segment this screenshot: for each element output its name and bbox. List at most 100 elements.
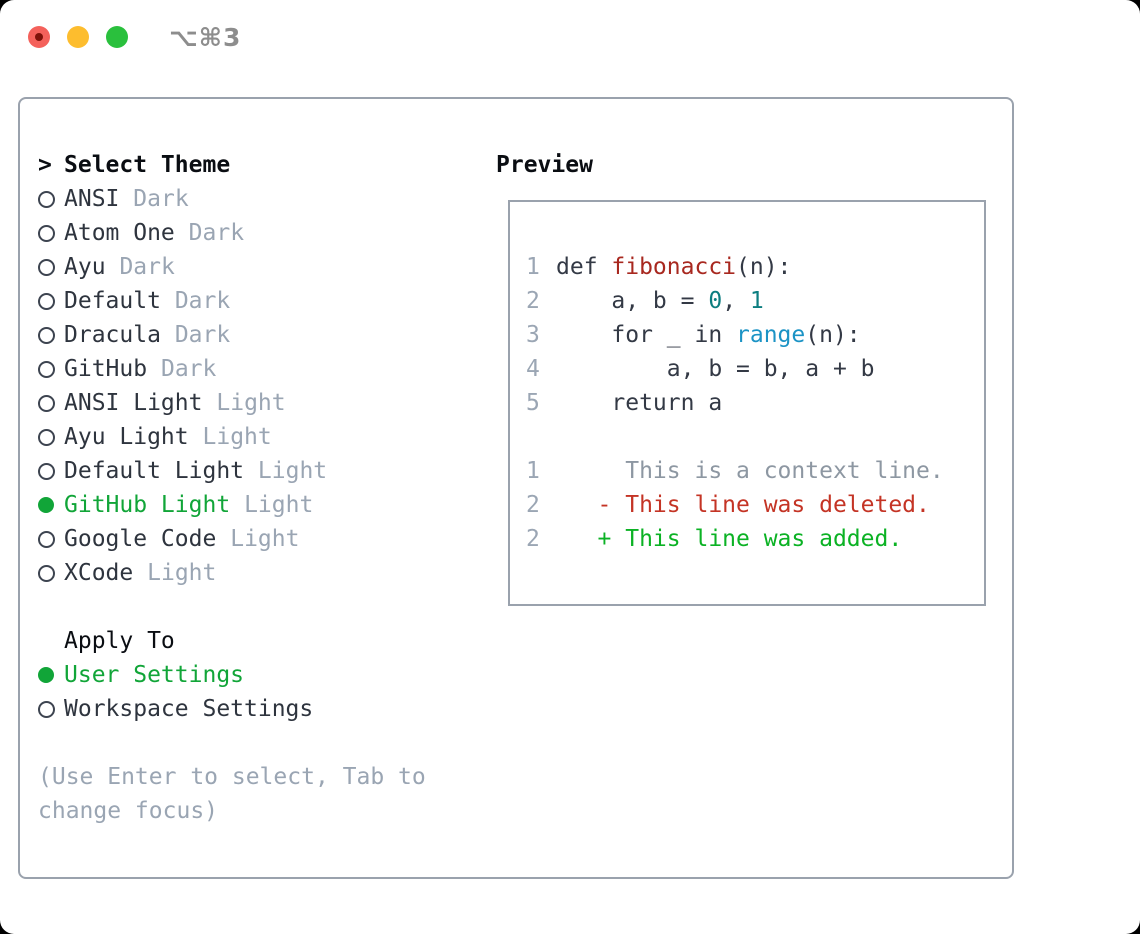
theme-option-variant: Dark <box>174 322 231 348</box>
theme-option-variant: Dark <box>160 356 217 382</box>
code-content: for _ in range(n): <box>556 322 861 348</box>
theme-option-name: Dracula <box>64 322 161 348</box>
line-number: 1 <box>526 254 540 280</box>
close-unsaved-dot <box>35 33 43 41</box>
radio-icon <box>38 224 55 242</box>
spacer <box>38 590 440 624</box>
theme-option-variant: Dark <box>133 186 189 212</box>
theme-option[interactable]: Google Code Light <box>38 522 440 556</box>
theme-option-variant: Dark <box>119 254 175 280</box>
radio-icon <box>38 530 55 548</box>
theme-option-name: Default <box>64 288 161 314</box>
line-number: 3 <box>526 322 540 348</box>
theme-option-variant: Dark <box>188 220 245 246</box>
radio-marker <box>38 224 64 242</box>
radio-marker <box>38 462 64 480</box>
theme-option-name: ANSI <box>64 186 120 212</box>
radio-icon <box>38 462 55 480</box>
theme-picker-panel: > Select Theme ANSI Dark Atom One Dark A… <box>18 97 1014 879</box>
apply-to-option-label: User Settings <box>64 662 245 688</box>
theme-option-variant: Light <box>202 424 272 450</box>
code-content: a, b = 0, 1 <box>556 288 764 314</box>
code-line: 1 def fibonacci(n): <box>526 250 984 284</box>
apply-to-option[interactable]: Workspace Settings <box>38 692 440 726</box>
radio-icon <box>38 564 55 582</box>
code-line: 2 + This line was added. <box>526 522 984 556</box>
code-content: def fibonacci(n): <box>556 254 792 280</box>
radio-marker <box>38 292 64 310</box>
radio-marker <box>38 497 64 513</box>
radio-marker <box>38 258 64 276</box>
code-content: + This line was added. <box>556 526 903 552</box>
theme-option-name: Atom One <box>64 220 175 246</box>
code-line: 3 for _ in range(n): <box>526 318 984 352</box>
code-line <box>526 420 984 454</box>
theme-option-variant: Light <box>147 560 217 586</box>
theme-list-heading-row: > Select Theme <box>38 148 440 182</box>
radio-icon <box>38 258 55 276</box>
theme-option[interactable]: Default Light Light <box>38 454 440 488</box>
line-number: 2 <box>526 288 540 314</box>
radio-marker <box>38 326 64 344</box>
theme-option-variant: Light <box>216 390 286 416</box>
radio-marker <box>38 667 64 683</box>
radio-marker <box>38 360 64 378</box>
theme-option-name: XCode <box>64 560 134 586</box>
radio-icon <box>38 190 55 208</box>
help-text: (Use Enter to select, Tab to change focu… <box>38 764 426 824</box>
theme-option-name: GitHub <box>64 356 148 382</box>
theme-option[interactable]: Default Dark <box>38 284 440 318</box>
radio-marker <box>38 700 64 718</box>
code-content: This is a context line. <box>556 458 944 484</box>
theme-option[interactable]: ANSI Dark <box>38 182 440 216</box>
maximize-button[interactable] <box>106 26 128 48</box>
radio-icon <box>38 326 55 344</box>
theme-list-column: > Select Theme ANSI Dark Atom One Dark A… <box>38 148 440 828</box>
theme-option-name: Default Light <box>64 458 245 484</box>
theme-option[interactable]: Ayu Dark <box>38 250 440 284</box>
theme-option[interactable]: Atom One Dark <box>38 216 440 250</box>
radio-icon <box>38 497 54 513</box>
code-content: - This line was deleted. <box>556 492 930 518</box>
theme-option-name: Google Code <box>64 526 217 552</box>
radio-marker <box>38 428 64 446</box>
minimize-button[interactable] <box>67 26 89 48</box>
code-content: a, b = b, a + b <box>556 356 875 382</box>
apply-to-heading-row: Apply To <box>38 624 440 658</box>
radio-icon <box>38 394 55 412</box>
apply-to-option[interactable]: User Settings <box>38 658 440 692</box>
theme-option[interactable]: GitHub Light Light <box>38 488 440 522</box>
code-line: 2 a, b = 0, 1 <box>526 284 984 318</box>
window-title: ⌥⌘3 <box>169 22 242 52</box>
line-number: 5 <box>526 390 540 416</box>
preview-heading: Preview <box>496 152 593 178</box>
theme-option[interactable]: ANSI Light Light <box>38 386 440 420</box>
cursor-glyph: > <box>38 152 52 178</box>
theme-option-name: GitHub Light <box>64 492 231 518</box>
code-line: 1 This is a context line. <box>526 454 984 488</box>
theme-option[interactable]: Ayu Light Light <box>38 420 440 454</box>
theme-option-name: Ayu <box>64 254 106 280</box>
line-number: 4 <box>526 356 540 382</box>
apply-to-option-label: Workspace Settings <box>64 696 314 722</box>
theme-options-list: ANSI Dark Atom One Dark Ayu Dark Default… <box>38 182 440 590</box>
theme-option[interactable]: Dracula Dark <box>38 318 440 352</box>
line-number: 1 <box>526 458 540 484</box>
theme-option[interactable]: XCode Light <box>38 556 440 590</box>
radio-icon <box>38 700 55 718</box>
close-button[interactable] <box>28 26 50 48</box>
radio-marker <box>38 190 64 208</box>
code-content: return a <box>556 390 723 416</box>
radio-icon <box>38 360 55 378</box>
radio-marker <box>38 564 64 582</box>
code-line: 5 return a <box>526 386 984 420</box>
preview-code-box: 1 def fibonacci(n): 2 a, b = 0, 1 3 for … <box>508 200 986 606</box>
apply-to-options-list: User Settings Workspace Settings <box>38 658 440 726</box>
theme-option-name: ANSI Light <box>64 390 203 416</box>
theme-list-heading: Select Theme <box>64 152 231 178</box>
radio-icon <box>38 292 55 310</box>
theme-option-name: Ayu Light <box>64 424 189 450</box>
theme-option-variant: Dark <box>174 288 231 314</box>
theme-option[interactable]: GitHub Dark <box>38 352 440 386</box>
